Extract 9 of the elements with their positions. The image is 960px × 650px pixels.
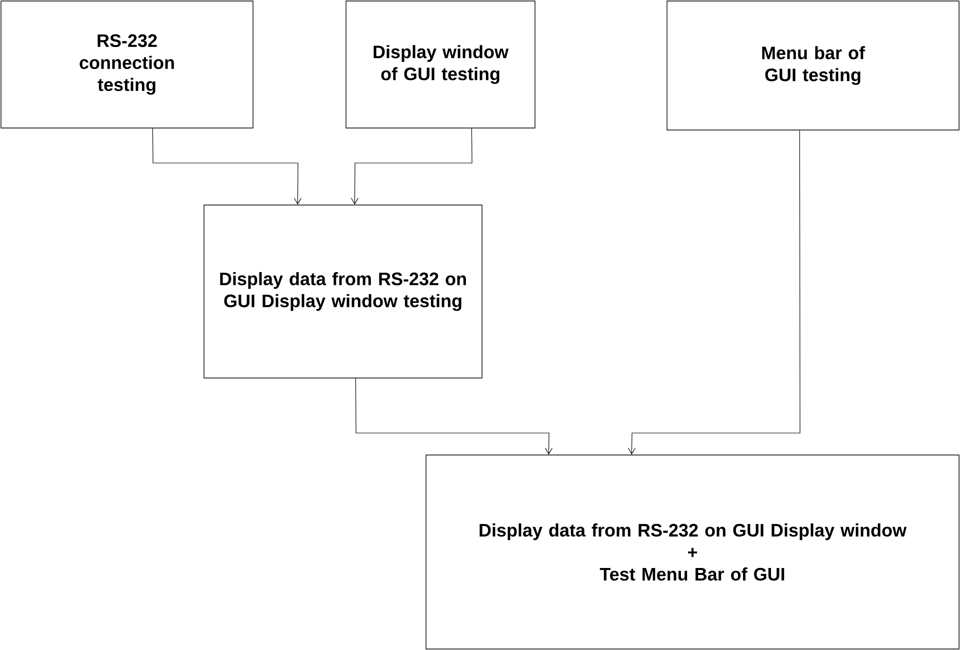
- arrow: [628, 130, 800, 455]
- process-box: Display data from RS-232 on GUI Display window testing: [204, 204, 482, 378]
- arrow: [355, 378, 553, 455]
- process-box: RS-232 connection testing: [0, 0, 254, 128]
- process-box: Display data from RS-232 on GUI Display window + Test Menu Bar of GUI: [426, 454, 960, 650]
- process-box: Menu bar of GUI testing: [666, 0, 960, 130]
- process-box: Display window of GUI testing: [346, 0, 536, 128]
- arrow: [152, 128, 302, 205]
- arrow: [350, 128, 472, 205]
